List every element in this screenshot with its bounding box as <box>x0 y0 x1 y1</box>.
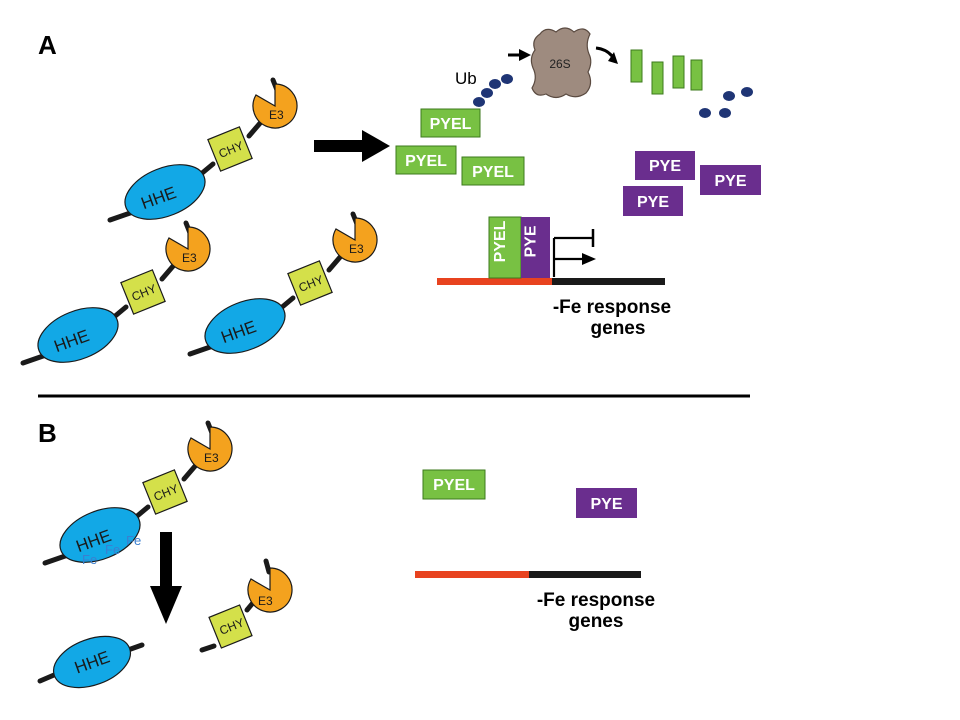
down-arrow-icon <box>150 532 182 624</box>
chy-e3-dissociated: CHY E3 <box>199 558 293 653</box>
pye-protein: PYE <box>576 488 637 518</box>
transcription-start-icon <box>552 229 596 277</box>
curved-arrow-icon <box>595 46 618 64</box>
hhe-chy-e3-complex: HHE CHY E3 <box>190 214 377 364</box>
gene-label-line2: genes <box>591 318 646 339</box>
gene-label-line1: -Fe response <box>537 590 655 611</box>
pye-protein: PYE <box>623 186 683 216</box>
fe-label: Fe <box>82 552 97 567</box>
pye-protein: PYE <box>635 151 695 180</box>
proteasome-26s: 26S <box>530 27 592 99</box>
peptide-fragments <box>630 49 703 95</box>
hhe-chy-e3-complex: HHE CHY E3 <box>110 80 297 230</box>
right-arrow-icon <box>508 49 531 61</box>
pye-bound: PYE <box>521 217 550 278</box>
e3-label: E3 <box>269 108 284 122</box>
pyel-bound: PYEL <box>488 216 522 279</box>
fe-label: Fe <box>105 542 120 557</box>
svg-text:E3: E3 <box>258 594 273 608</box>
pyel-protein: PYEL <box>422 469 486 500</box>
e3-label: E3 <box>204 451 219 465</box>
svg-text:PYEL: PYEL <box>492 220 509 262</box>
svg-text:PYEL: PYEL <box>472 164 514 181</box>
pyel-protein: PYEL <box>395 145 457 175</box>
promoter-region <box>437 278 552 285</box>
hhe-chy-e3-complex: HHE CHY E3 <box>45 423 232 573</box>
svg-text:PYEL: PYEL <box>430 116 472 133</box>
released-ubiquitin <box>699 87 753 118</box>
pyel-protein: PYEL <box>420 108 481 138</box>
gene-label-line2: genes <box>569 611 624 632</box>
pyel-protein: PYEL <box>461 156 525 186</box>
hhe-chy-e3-complex: HHE CHY E3 <box>23 223 210 373</box>
hhe-dissociated: HHE <box>37 635 145 689</box>
promoter-region <box>415 571 529 578</box>
proteasome-label: 26S <box>549 57 570 71</box>
gene-body <box>552 278 665 285</box>
svg-text:PYE: PYE <box>649 158 681 175</box>
fe-label: Fe <box>126 533 141 548</box>
ub-label: Ub <box>455 69 477 88</box>
e3-label: E3 <box>349 242 364 256</box>
panel-a-label: A <box>38 30 57 60</box>
right-arrow-icon <box>314 130 390 162</box>
panel-b-label: B <box>38 418 57 448</box>
svg-text:PYE: PYE <box>523 225 540 257</box>
ubiquitin-chain <box>473 74 513 107</box>
svg-text:PYE: PYE <box>637 194 669 211</box>
e3-label: E3 <box>182 251 197 265</box>
gene-body <box>529 571 641 578</box>
svg-text:PYE: PYE <box>714 173 746 190</box>
svg-text:PYE: PYE <box>590 496 622 513</box>
svg-text:PYEL: PYEL <box>433 477 475 494</box>
svg-text:PYEL: PYEL <box>405 153 447 170</box>
gene-label-line1: -Fe response <box>553 297 671 318</box>
pye-protein: PYE <box>700 165 761 195</box>
